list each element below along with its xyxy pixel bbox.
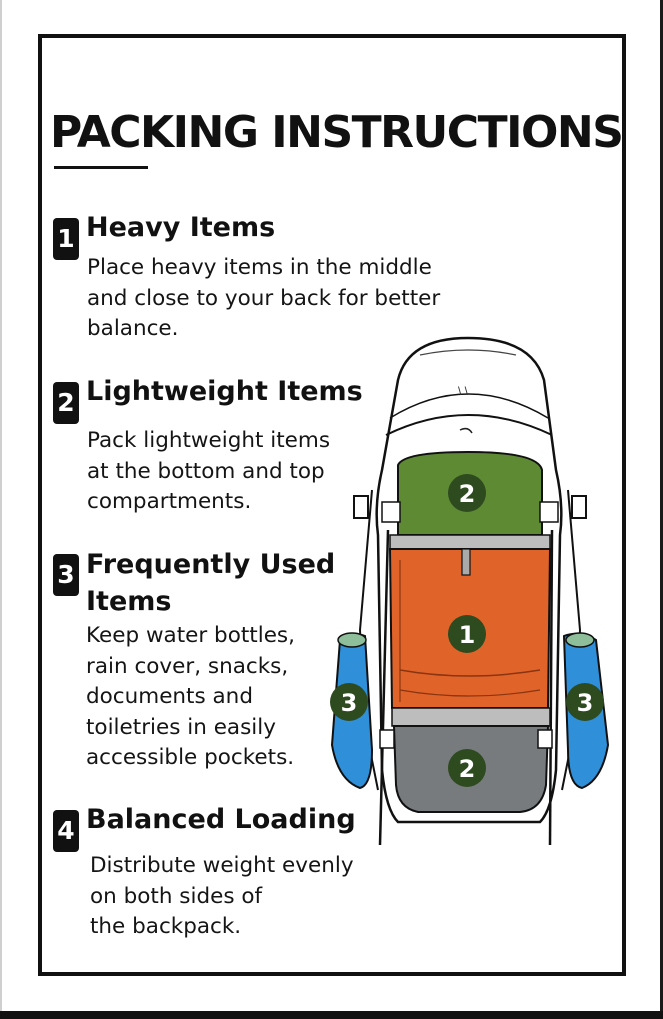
top-compartment-strap (381, 501, 401, 523)
step-2-body-line: Pack lightweight items (87, 428, 331, 453)
top-compartment-badge: 2 (448, 474, 486, 512)
backpack-illustration: \ \ (320, 330, 620, 860)
step-2-body: Pack lightweight items at the bottom and… (87, 426, 330, 518)
step-3-heading-line: Frequently Used (86, 549, 336, 580)
backpack-left-rail (378, 529, 390, 846)
step-3-body-line: rain cover, snacks, (86, 653, 289, 679)
step-3-number-badge: 3 (53, 554, 79, 596)
backpack-lid-detail: \ \ (458, 384, 469, 398)
bottom-compartment-badge: 2 (448, 749, 486, 787)
main-compartment-fold (399, 669, 541, 677)
step-3-heading-line: Items (86, 586, 172, 617)
left-pocket-badge: 3 (330, 683, 368, 721)
bottom-compartment-buckle (537, 729, 553, 749)
step-4-number-badge: 4 (53, 810, 79, 852)
compartment-divider-bottom (391, 707, 551, 727)
step-2-body-line: at the bottom and top (87, 458, 325, 484)
top-compartment-badge-label: 2 (459, 480, 476, 508)
main-compartment-badge: 1 (448, 615, 486, 653)
top-compartment-strap (539, 501, 559, 523)
compartment-divider-top (389, 534, 551, 550)
page-edge-right (660, 0, 663, 1019)
step-1-body-line: and close to your back for better (87, 285, 441, 311)
step-1-number-badge: 1 (53, 218, 79, 260)
page-title: PACKING INSTRUCTIONS (50, 107, 624, 158)
backpack-lid-line (385, 414, 553, 436)
right-pocket-badge: 3 (566, 683, 604, 721)
step-3-body-line: accessible pockets. (86, 745, 295, 770)
left-pocket-badge-label: 3 (341, 689, 358, 717)
main-compartment-fold (399, 689, 541, 697)
step-3-body-line: toiletries in easily (86, 714, 276, 740)
step-3-heading: Frequently Used Items (86, 546, 335, 620)
step-4-body-line: Distribute weight evenly (90, 853, 354, 878)
backpack-lid-line (389, 393, 549, 419)
main-compartment-zipper-pull (461, 548, 471, 576)
bottom-compartment-buckle (379, 729, 395, 749)
step-2-body-line: compartments. (87, 489, 252, 514)
step-1-body-line: balance. (87, 316, 179, 341)
step-3-body: Keep water bottles, rain cover, snacks, … (86, 621, 295, 774)
bottom-compartment-badge-label: 2 (459, 755, 476, 783)
title-underline (54, 166, 148, 169)
backpack-right-rail (548, 529, 554, 846)
step-1-body-line: Place heavy items in the middle (87, 255, 432, 280)
step-3-body-line: documents and (86, 684, 253, 709)
step-4-heading: Balanced Loading (86, 804, 356, 835)
main-compartment-badge-label: 1 (459, 621, 476, 649)
backpack-lid-hook (459, 427, 473, 434)
right-pocket-badge-label: 3 (577, 689, 594, 717)
step-4-body: Distribute weight evenly on both sides o… (90, 851, 354, 943)
step-4-body-line: the backpack. (90, 914, 242, 939)
page-edge-left (0, 0, 2, 1019)
backpack-left-buckle (353, 495, 369, 519)
right-side-pocket-bottle-cap (565, 632, 595, 648)
step-2-heading: Lightweight Items (86, 376, 363, 407)
backpack-right-buckle (571, 495, 587, 519)
backpack-lid-seam (419, 349, 517, 356)
page-edge-bottom (0, 1011, 663, 1019)
step-2-number-badge: 2 (53, 382, 79, 424)
left-side-pocket-bottle-cap (337, 632, 367, 648)
step-3-body-line: Keep water bottles, (86, 623, 295, 648)
poster-frame (38, 34, 626, 976)
step-1-heading: Heavy Items (86, 212, 276, 243)
step-1-body: Place heavy items in the middle and clos… (87, 253, 440, 345)
step-4-body-line: on both sides of (90, 883, 263, 909)
